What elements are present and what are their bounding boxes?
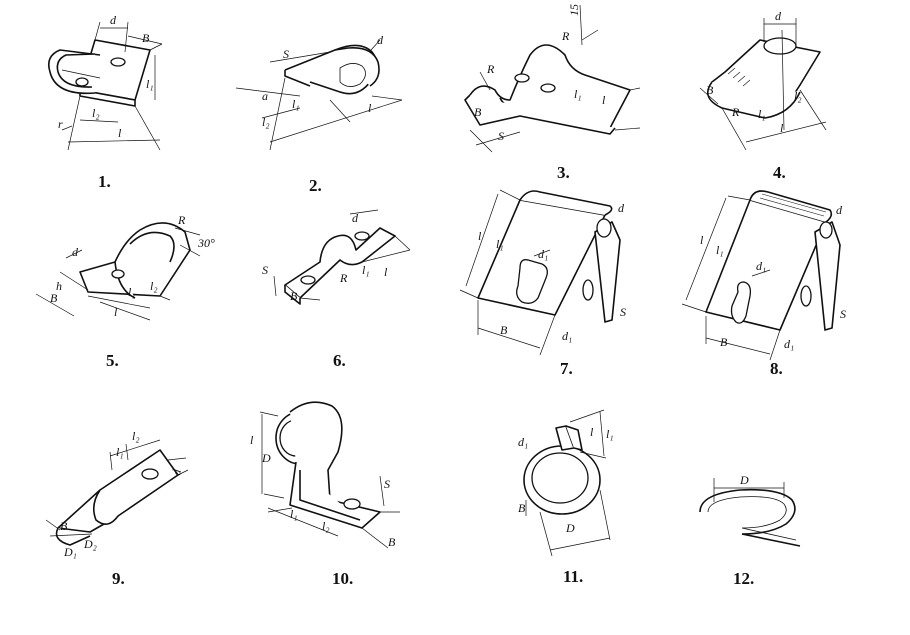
figure-2-number: 2. <box>309 176 322 195</box>
fig1-label-d: d <box>110 13 117 27</box>
fig9-label-l2: l₂ <box>132 429 140 443</box>
fig8-label-d1-hole: d₁ <box>784 337 794 351</box>
fig5-label-d: d <box>72 245 79 259</box>
figure-3-number: 3. <box>557 163 570 182</box>
fig7-label-d1-hole: d₁ <box>562 329 572 343</box>
figure-5-saddle-clamp-drawing <box>35 222 201 321</box>
fig2-label-l: l <box>368 101 372 115</box>
fig7-label-B: B <box>500 323 508 337</box>
fig5-label-B: B <box>50 291 58 305</box>
fig2-label-a: a <box>262 89 268 103</box>
fig8-label-l1: l₁ <box>716 243 724 257</box>
figure-12-number: 12. <box>733 569 754 588</box>
fig9-label-D2: D₂ <box>83 537 97 551</box>
fig6-label-S: S <box>262 263 268 277</box>
fig11-label-D: D <box>565 521 575 535</box>
fig7-label-d1-slot: d₁ <box>538 247 548 261</box>
fig1-label-B: B <box>142 31 150 45</box>
fig10-label-D: D <box>261 451 271 465</box>
fig11-label-l: l <box>590 425 594 439</box>
fig7-label-d: d <box>618 201 625 215</box>
fig4-label-l: l <box>780 121 784 135</box>
figure-8-number: 8. <box>770 359 783 378</box>
fig10-label-S: S <box>384 477 390 491</box>
fig1-label-l2: l₂ <box>92 106 100 120</box>
fig11-label-d1: d₁ <box>518 435 528 449</box>
figure-3-double-loop-drawing <box>464 4 641 153</box>
fig3-label-S: S <box>498 129 504 143</box>
fig4-label-l1: l₁ <box>758 107 766 121</box>
fig8-label-B: B <box>720 335 728 349</box>
fig9-label-d: d <box>169 467 184 476</box>
figure-5-number: 5. <box>106 351 119 370</box>
fig7-label-l1: l₁ <box>496 237 504 251</box>
fig4-label-B: B <box>706 83 714 97</box>
figure-12-spring-ring-drawing <box>699 478 801 547</box>
fig9-label-B: B <box>60 519 68 533</box>
figure-6-number: 6. <box>333 351 346 370</box>
figure-11-number: 11. <box>563 567 583 586</box>
figure-2-strap-drawing <box>235 39 403 151</box>
figure-7-hinge-bracket-drawing <box>459 189 621 356</box>
fig3-label-R-top: R <box>561 29 570 43</box>
fig8-label-S: S <box>840 307 846 321</box>
figure-10-number: 10. <box>332 569 353 588</box>
figure-1-clip-drawing <box>47 21 163 151</box>
figure-1-number: 1. <box>98 172 111 191</box>
fig2-label-l1: l₁ <box>292 97 300 111</box>
fig9-label-D1: D₁ <box>63 545 77 559</box>
fig3-label-l1: l₁ <box>574 87 582 101</box>
fig6-label-l1: l₁ <box>362 263 370 277</box>
figure-7-number: 7. <box>560 359 573 378</box>
fig11-label-l1: l₁ <box>606 427 614 441</box>
fig2-label-S: S <box>283 47 289 61</box>
fig7-label-S: S <box>620 305 626 319</box>
figure-10-tube-clamp-drawing <box>259 401 400 549</box>
fig1-label-r: r <box>58 117 63 131</box>
fig3-label-l: l <box>602 93 606 107</box>
fig6-label-l: l <box>384 265 388 279</box>
fig2-label-d: d <box>377 33 384 47</box>
fig2-label-l2: l₂ <box>262 115 270 129</box>
fig10-label-l1: l₁ <box>290 507 298 521</box>
fig5-label-l: l <box>114 305 118 319</box>
fig7-label-l: l <box>478 229 482 243</box>
fig4-label-R: R <box>731 105 740 119</box>
fig8-label-d1-slot: d₁ <box>756 259 766 273</box>
fig8-label-d: d <box>836 203 843 217</box>
figure-4-number: 4. <box>773 163 786 182</box>
fig3-label-15: 15 <box>567 4 581 16</box>
fig3-label-R-side: R <box>486 62 495 76</box>
fig10-label-l2: l₂ <box>322 519 330 533</box>
fig5-label-30deg: 30° <box>197 236 215 250</box>
fig5-label-l1: l₁ <box>128 285 136 299</box>
fig12-label-D: D <box>739 473 749 487</box>
fig10-label-B: B <box>388 535 396 549</box>
fig3-label-B: B <box>474 105 482 119</box>
fig8-label-l: l <box>700 233 704 247</box>
figure-6-flat-clamp-drawing <box>273 209 411 305</box>
figure-9-folded-strip-drawing <box>45 439 189 546</box>
fig6-label-d: d <box>352 211 359 225</box>
figure-8-hinge-bracket-drawing <box>681 190 841 361</box>
figure-4-bent-lug-drawing <box>699 18 827 151</box>
fig1-label-l1: l₁ <box>146 77 154 91</box>
fig6-label-R: R <box>339 271 348 285</box>
fig4-label-d: d <box>775 9 782 23</box>
fig11-label-B: B <box>518 501 526 515</box>
fig10-label-l: l <box>250 433 254 447</box>
fig4-label-l2: l₂ <box>794 89 802 103</box>
fig9-label-l1: l₁ <box>116 445 124 459</box>
figure-11-ring-clamp-drawing <box>523 409 611 557</box>
fig5-label-h: h <box>56 279 62 293</box>
fig5-label-l2: l₂ <box>150 279 158 293</box>
fig6-label-B: B <box>290 289 298 303</box>
figure-9-number: 9. <box>112 569 125 588</box>
fig1-label-l: l <box>118 126 122 140</box>
fig5-label-R: R <box>177 213 186 227</box>
